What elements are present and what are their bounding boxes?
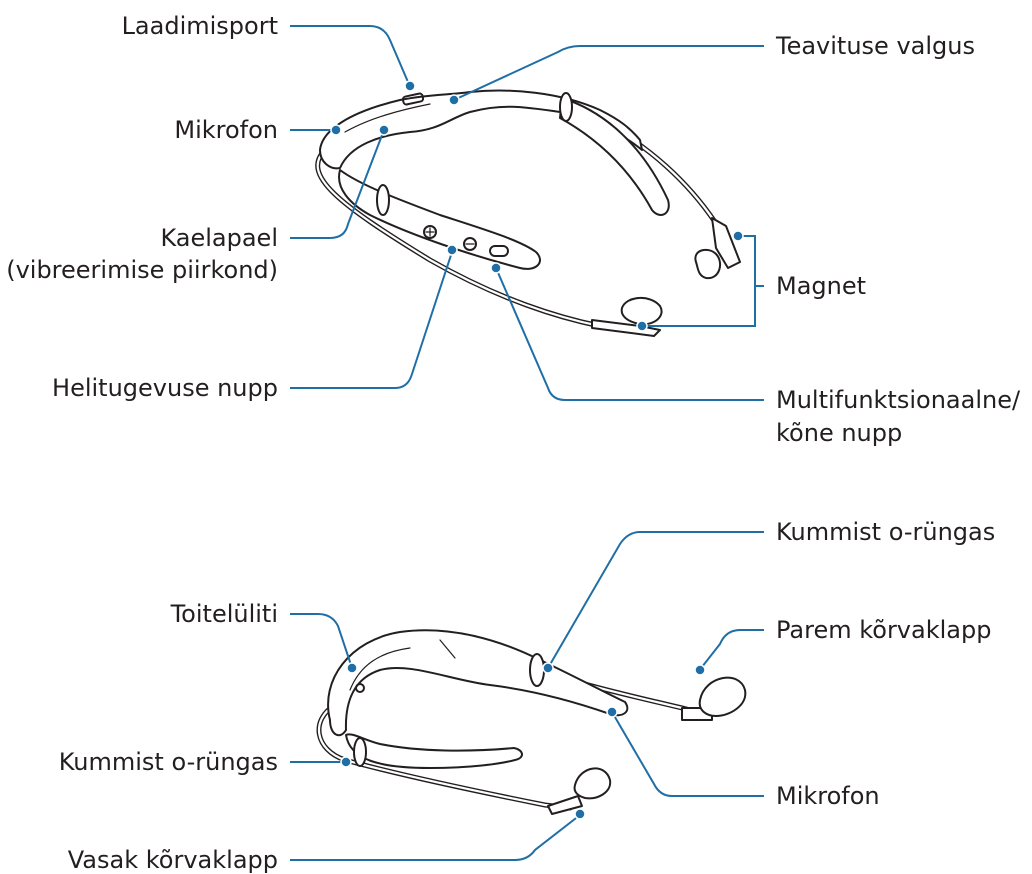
label-neckband: Kaelapael bbox=[160, 224, 278, 252]
callout-dot-charging-port bbox=[404, 80, 416, 92]
callout-dot-volume-button bbox=[446, 244, 458, 256]
label-magnet: Magnet bbox=[776, 272, 866, 300]
label-o-ring-left: Kummist o-rüngas bbox=[59, 748, 278, 776]
label-multifunction-button: Multifunktsionaalne/ bbox=[776, 386, 1021, 414]
callout-dot-left-earbud bbox=[574, 808, 586, 820]
callout-dot-microphone-bottom bbox=[606, 706, 618, 718]
callout-dot-right-earbud bbox=[694, 664, 706, 676]
leader-lines bbox=[290, 25, 764, 861]
label-charging-port: Laadimisport bbox=[122, 12, 278, 40]
label-volume-button: Helitugevuse nupp bbox=[52, 374, 278, 402]
labels: Laadimisport Mikrofon Kaelapael (vibreer… bbox=[6, 12, 1021, 874]
label-multifunction-button-sub: kõne nupp bbox=[776, 419, 902, 447]
callout-dot-multifunction-button bbox=[490, 262, 502, 274]
callout-dot-power-switch bbox=[346, 662, 358, 674]
label-right-earbud: Parem kõrvaklapp bbox=[776, 616, 991, 644]
headset-side-view bbox=[316, 629, 747, 815]
label-power-switch: Toitelüliti bbox=[170, 600, 278, 628]
callout-dot-notification-light bbox=[448, 94, 460, 106]
callout-dot-neckband bbox=[378, 124, 390, 136]
callout-dots bbox=[330, 80, 744, 820]
label-notification-light: Teavituse valgus bbox=[775, 32, 975, 60]
callout-dot-magnet-right bbox=[732, 230, 744, 242]
label-o-ring-right: Kummist o-rüngas bbox=[776, 518, 995, 546]
callout-dot-o-ring-right bbox=[542, 662, 554, 674]
label-neckband-sub: (vibreerimise piirkond) bbox=[6, 256, 278, 284]
callout-dot-magnet-left bbox=[636, 320, 648, 332]
label-microphone-top: Mikrofon bbox=[174, 116, 278, 144]
callout-dot-o-ring-left bbox=[340, 756, 352, 768]
label-left-earbud: Vasak kõrvaklapp bbox=[68, 846, 278, 874]
label-microphone-bottom: Mikrofon bbox=[776, 782, 880, 810]
callout-dot-microphone-top bbox=[330, 124, 342, 136]
